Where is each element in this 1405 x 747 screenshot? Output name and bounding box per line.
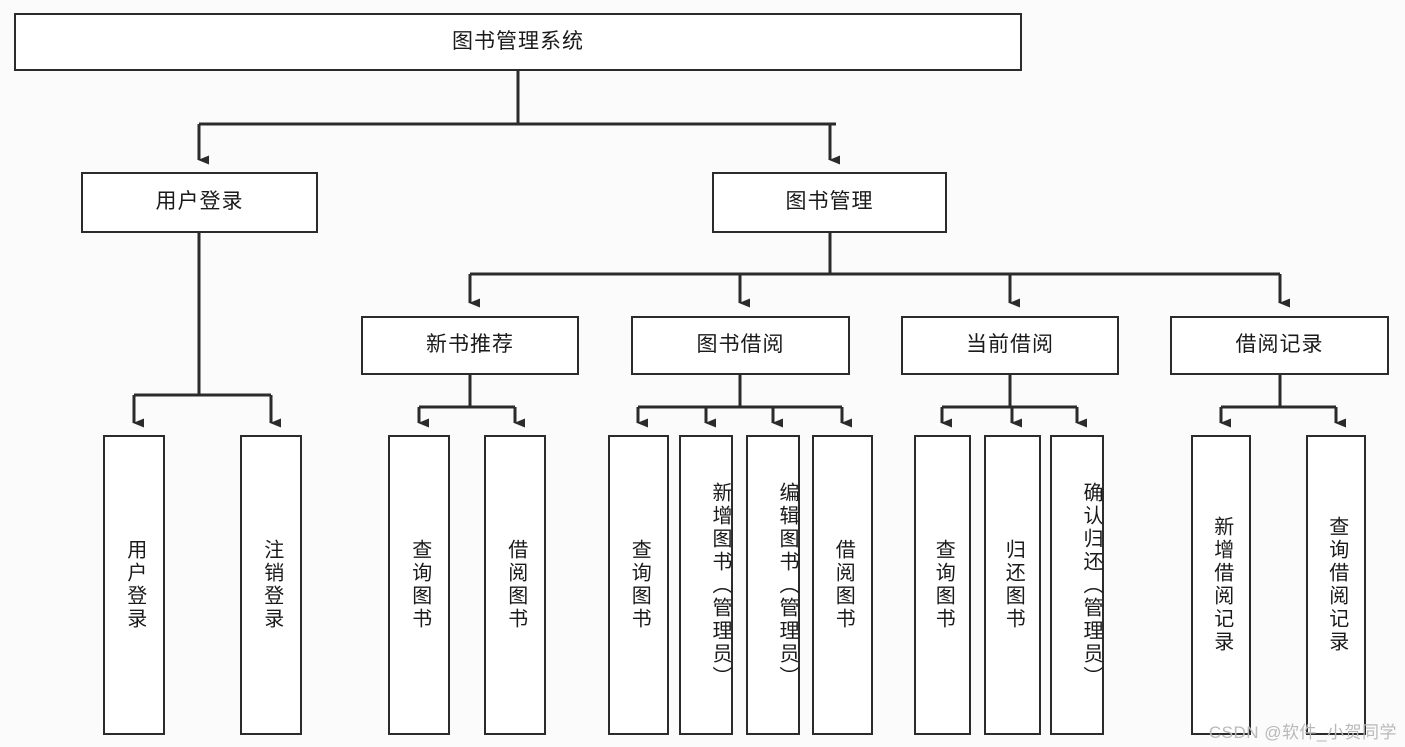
node-new-book-recommend-label: 新书推荐 xyxy=(426,333,514,357)
node-borrow-record-label: 借阅记录 xyxy=(1235,333,1324,357)
leaf-user-login-label: 用户登录 xyxy=(123,539,146,631)
node-borrow-record[interactable]: 借阅记录 xyxy=(1170,316,1389,375)
leaf-query-book-current[interactable]: 查询图书 xyxy=(914,435,971,735)
leaf-add-borrow-record-label: 新增借阅记录 xyxy=(1210,516,1233,654)
leaf-user-login[interactable]: 用户登录 xyxy=(103,435,165,735)
node-current-borrow-label: 当前借阅 xyxy=(966,333,1054,357)
leaf-query-borrow-record[interactable]: 查询借阅记录 xyxy=(1306,435,1366,735)
leaf-borrow-book[interactable]: 借阅图书 xyxy=(812,435,873,735)
leaf-confirm-return-admin-label: 确认归还（管理员） xyxy=(1080,481,1102,689)
leaf-return-book-label: 归还图书 xyxy=(1002,539,1025,631)
node-current-borrow[interactable]: 当前借阅 xyxy=(901,316,1119,375)
leaf-logout-label: 注销登录 xyxy=(260,539,283,631)
node-book-borrow-label: 图书借阅 xyxy=(696,333,785,357)
leaf-confirm-return-admin[interactable]: 确认归还（管理员） xyxy=(1050,435,1104,735)
leaf-edit-book-admin[interactable]: 编辑图书（管理员） xyxy=(746,435,800,735)
leaf-borrow-book-recommend[interactable]: 借阅图书 xyxy=(484,435,546,735)
leaf-add-book-admin[interactable]: 新增图书（管理员） xyxy=(679,435,733,735)
node-user-login[interactable]: 用户登录 xyxy=(81,172,318,233)
leaf-query-book-current-label: 查询图书 xyxy=(932,539,955,631)
leaf-query-book-recommend[interactable]: 查询图书 xyxy=(388,435,450,735)
leaf-return-book[interactable]: 归还图书 xyxy=(984,435,1041,735)
leaf-query-book-recommend-label: 查询图书 xyxy=(408,539,431,631)
leaf-query-borrow-record-label: 查询借阅记录 xyxy=(1325,516,1348,654)
node-root[interactable]: 图书管理系统 xyxy=(14,13,1022,71)
node-new-book-recommend[interactable]: 新书推荐 xyxy=(361,316,579,375)
node-root-label: 图书管理系统 xyxy=(452,29,584,53)
leaf-borrow-book-recommend-label: 借阅图书 xyxy=(504,539,527,631)
leaf-logout[interactable]: 注销登录 xyxy=(240,435,302,735)
node-book-borrow[interactable]: 图书借阅 xyxy=(631,316,850,375)
node-book-management-label: 图书管理 xyxy=(785,190,874,214)
leaf-query-book-borrow-label: 查询图书 xyxy=(628,539,651,631)
node-book-management[interactable]: 图书管理 xyxy=(712,172,947,233)
leaf-edit-book-admin-label: 编辑图书（管理员） xyxy=(776,481,798,689)
leaf-query-book-borrow[interactable]: 查询图书 xyxy=(608,435,669,735)
leaf-add-borrow-record[interactable]: 新增借阅记录 xyxy=(1191,435,1251,735)
node-user-login-label: 用户登录 xyxy=(155,190,244,214)
leaf-add-book-admin-label: 新增图书（管理员） xyxy=(709,481,731,689)
leaf-borrow-book-label: 借阅图书 xyxy=(832,539,855,631)
